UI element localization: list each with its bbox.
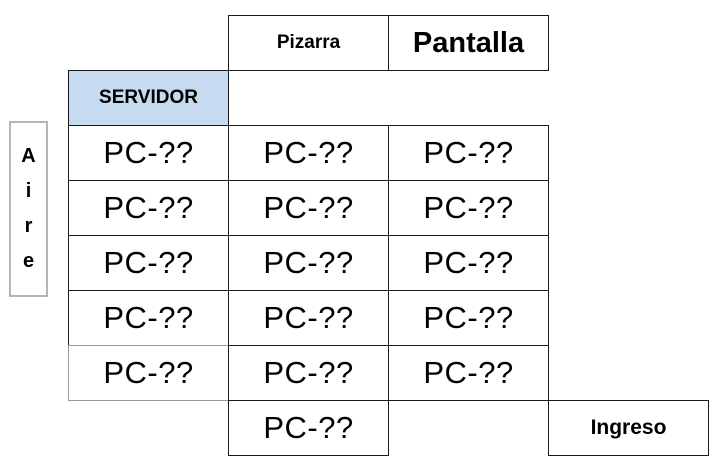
pc-cell: PC-?? bbox=[228, 180, 389, 236]
aire-letter: A bbox=[21, 145, 36, 167]
pc-cell: PC-?? bbox=[388, 235, 549, 291]
aire-letter: r bbox=[24, 215, 33, 237]
pc-cell: PC-?? bbox=[228, 290, 389, 346]
pc-cell: PC-?? bbox=[228, 125, 389, 181]
pc-cell: PC-?? bbox=[68, 125, 229, 181]
pc-cell: PC-?? bbox=[388, 290, 549, 346]
servidor-cell: SERVIDOR bbox=[68, 70, 229, 126]
pc-cell: PC-?? bbox=[68, 290, 229, 346]
pc-cell-extra: PC-?? bbox=[228, 400, 389, 456]
pc-cell: PC-?? bbox=[68, 180, 229, 236]
pc-cell: PC-?? bbox=[388, 125, 549, 181]
pantalla-label: Pantalla bbox=[388, 15, 549, 71]
pc-cell: PC-?? bbox=[68, 235, 229, 291]
ingreso-label: Ingreso bbox=[548, 400, 709, 456]
aire-letter: e bbox=[22, 250, 35, 272]
aire-letter: i bbox=[25, 180, 32, 202]
pc-cell: PC-?? bbox=[388, 345, 549, 401]
pc-cell: PC-?? bbox=[388, 180, 549, 236]
pc-cell: PC-?? bbox=[68, 345, 229, 401]
pc-cell: PC-?? bbox=[228, 345, 389, 401]
pc-cell: PC-?? bbox=[228, 235, 389, 291]
pizarra-label: Pizarra bbox=[228, 15, 389, 71]
aire-box: A i r e bbox=[9, 121, 48, 297]
